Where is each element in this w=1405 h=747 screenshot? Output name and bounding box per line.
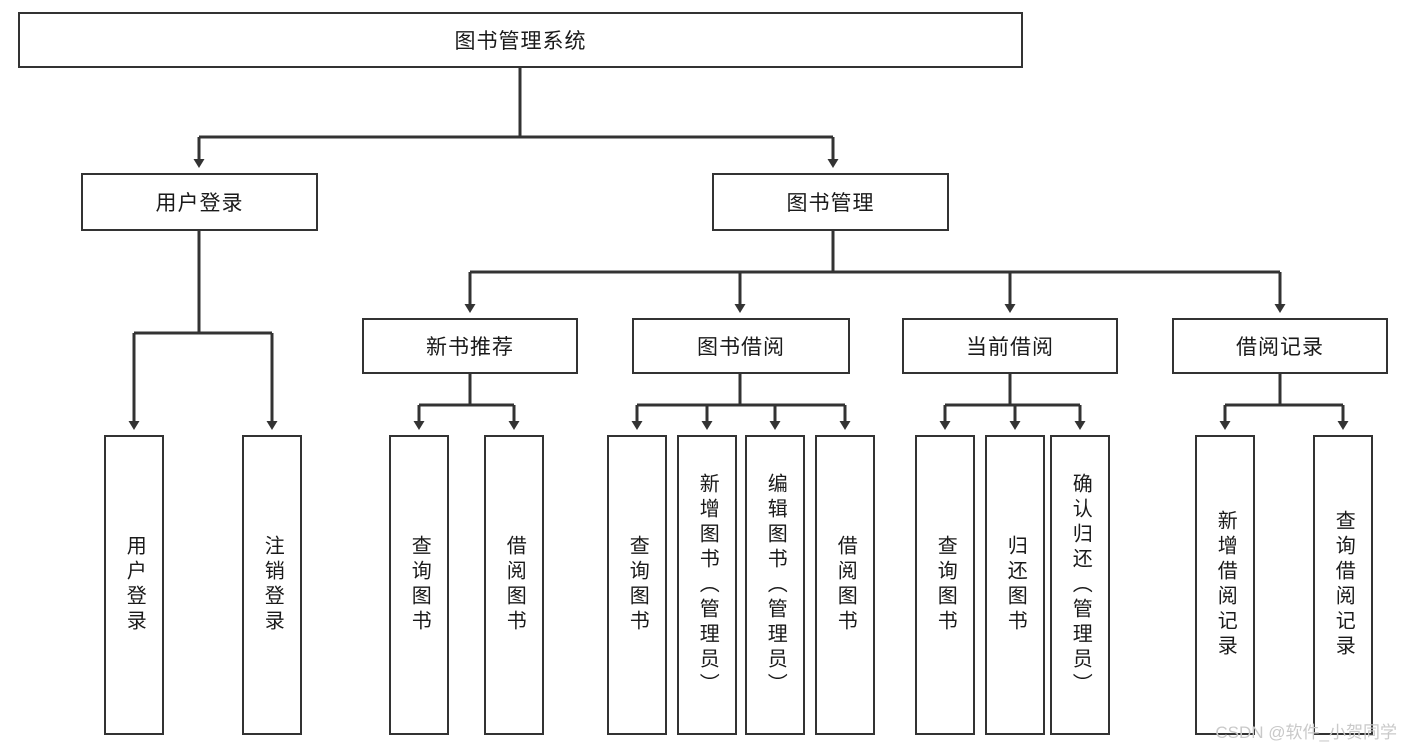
edge-book-borrow-to-leaves [631, 374, 851, 430]
node-leaf-edit-book-label: 编辑图书（管理员） [764, 472, 787, 698]
node-root-label: 图书管理系统 [454, 30, 587, 53]
node-leaf-edit-book[interactable]: 编辑图书（管理员） [745, 435, 805, 735]
node-leaf-borrow-book-label: 借阅图书 [834, 535, 857, 635]
node-leaf-confirm-return[interactable]: 确认归还（管理员） [1050, 435, 1110, 735]
node-leaf-add-borrow-record[interactable]: 新增借阅记录 [1195, 435, 1255, 735]
node-leaf-borrow-book-recommend[interactable]: 借阅图书 [484, 435, 544, 735]
node-leaf-add-book[interactable]: 新增图书（管理员） [677, 435, 737, 735]
node-leaf-user-login-label: 用户登录 [123, 535, 146, 635]
node-leaf-query-book-current-label: 查询图书 [934, 535, 957, 635]
node-leaf-logout-label: 注销登录 [261, 535, 284, 635]
node-leaf-user-login[interactable]: 用户登录 [104, 435, 164, 735]
node-new-book-recommend[interactable]: 新书推荐 [362, 318, 578, 374]
edge-root-to-level1 [193, 68, 839, 168]
node-leaf-query-book-current[interactable]: 查询图书 [915, 435, 975, 735]
node-borrow-records-label: 借阅记录 [1236, 336, 1324, 359]
edge-borrow-records-to-leaves [1219, 374, 1349, 430]
node-book-management[interactable]: 图书管理 [712, 173, 949, 231]
node-leaf-return-book-label: 归还图书 [1004, 535, 1027, 635]
node-user-login[interactable]: 用户登录 [81, 173, 318, 231]
node-leaf-borrow-book[interactable]: 借阅图书 [815, 435, 875, 735]
node-leaf-query-borrow-record[interactable]: 查询借阅记录 [1313, 435, 1373, 735]
node-current-borrow-label: 当前借阅 [966, 336, 1054, 359]
node-book-borrow[interactable]: 图书借阅 [632, 318, 850, 374]
node-leaf-borrow-book-recommend-label: 借阅图书 [503, 535, 526, 635]
node-user-login-label: 用户登录 [155, 192, 244, 215]
node-leaf-return-book[interactable]: 归还图书 [985, 435, 1045, 735]
node-borrow-records[interactable]: 借阅记录 [1172, 318, 1388, 374]
node-leaf-confirm-return-label: 确认归还（管理员） [1069, 472, 1092, 698]
node-leaf-query-book-recommend-label: 查询图书 [408, 535, 431, 635]
node-leaf-query-book-borrow[interactable]: 查询图书 [607, 435, 667, 735]
node-current-borrow[interactable]: 当前借阅 [902, 318, 1118, 374]
node-leaf-query-borrow-record-label: 查询借阅记录 [1332, 510, 1355, 660]
edge-new-book-recommend-to-leaves [413, 374, 520, 430]
edge-book-management-to-level2 [464, 231, 1286, 313]
node-book-management-label: 图书管理 [786, 192, 875, 215]
node-new-book-recommend-label: 新书推荐 [426, 336, 514, 359]
node-leaf-query-book-borrow-label: 查询图书 [626, 535, 649, 635]
node-root[interactable]: 图书管理系统 [18, 12, 1023, 68]
edge-current-borrow-to-leaves [939, 374, 1086, 430]
edge-user-login-to-leaves [128, 231, 278, 430]
node-leaf-add-book-label: 新增图书（管理员） [696, 472, 719, 698]
csdn-watermark: CSDN @软件_小贺同学 [1215, 723, 1397, 742]
node-leaf-logout[interactable]: 注销登录 [242, 435, 302, 735]
node-book-borrow-label: 图书借阅 [697, 336, 785, 359]
node-leaf-add-borrow-record-label: 新增借阅记录 [1214, 510, 1237, 660]
node-leaf-query-book-recommend[interactable]: 查询图书 [389, 435, 449, 735]
